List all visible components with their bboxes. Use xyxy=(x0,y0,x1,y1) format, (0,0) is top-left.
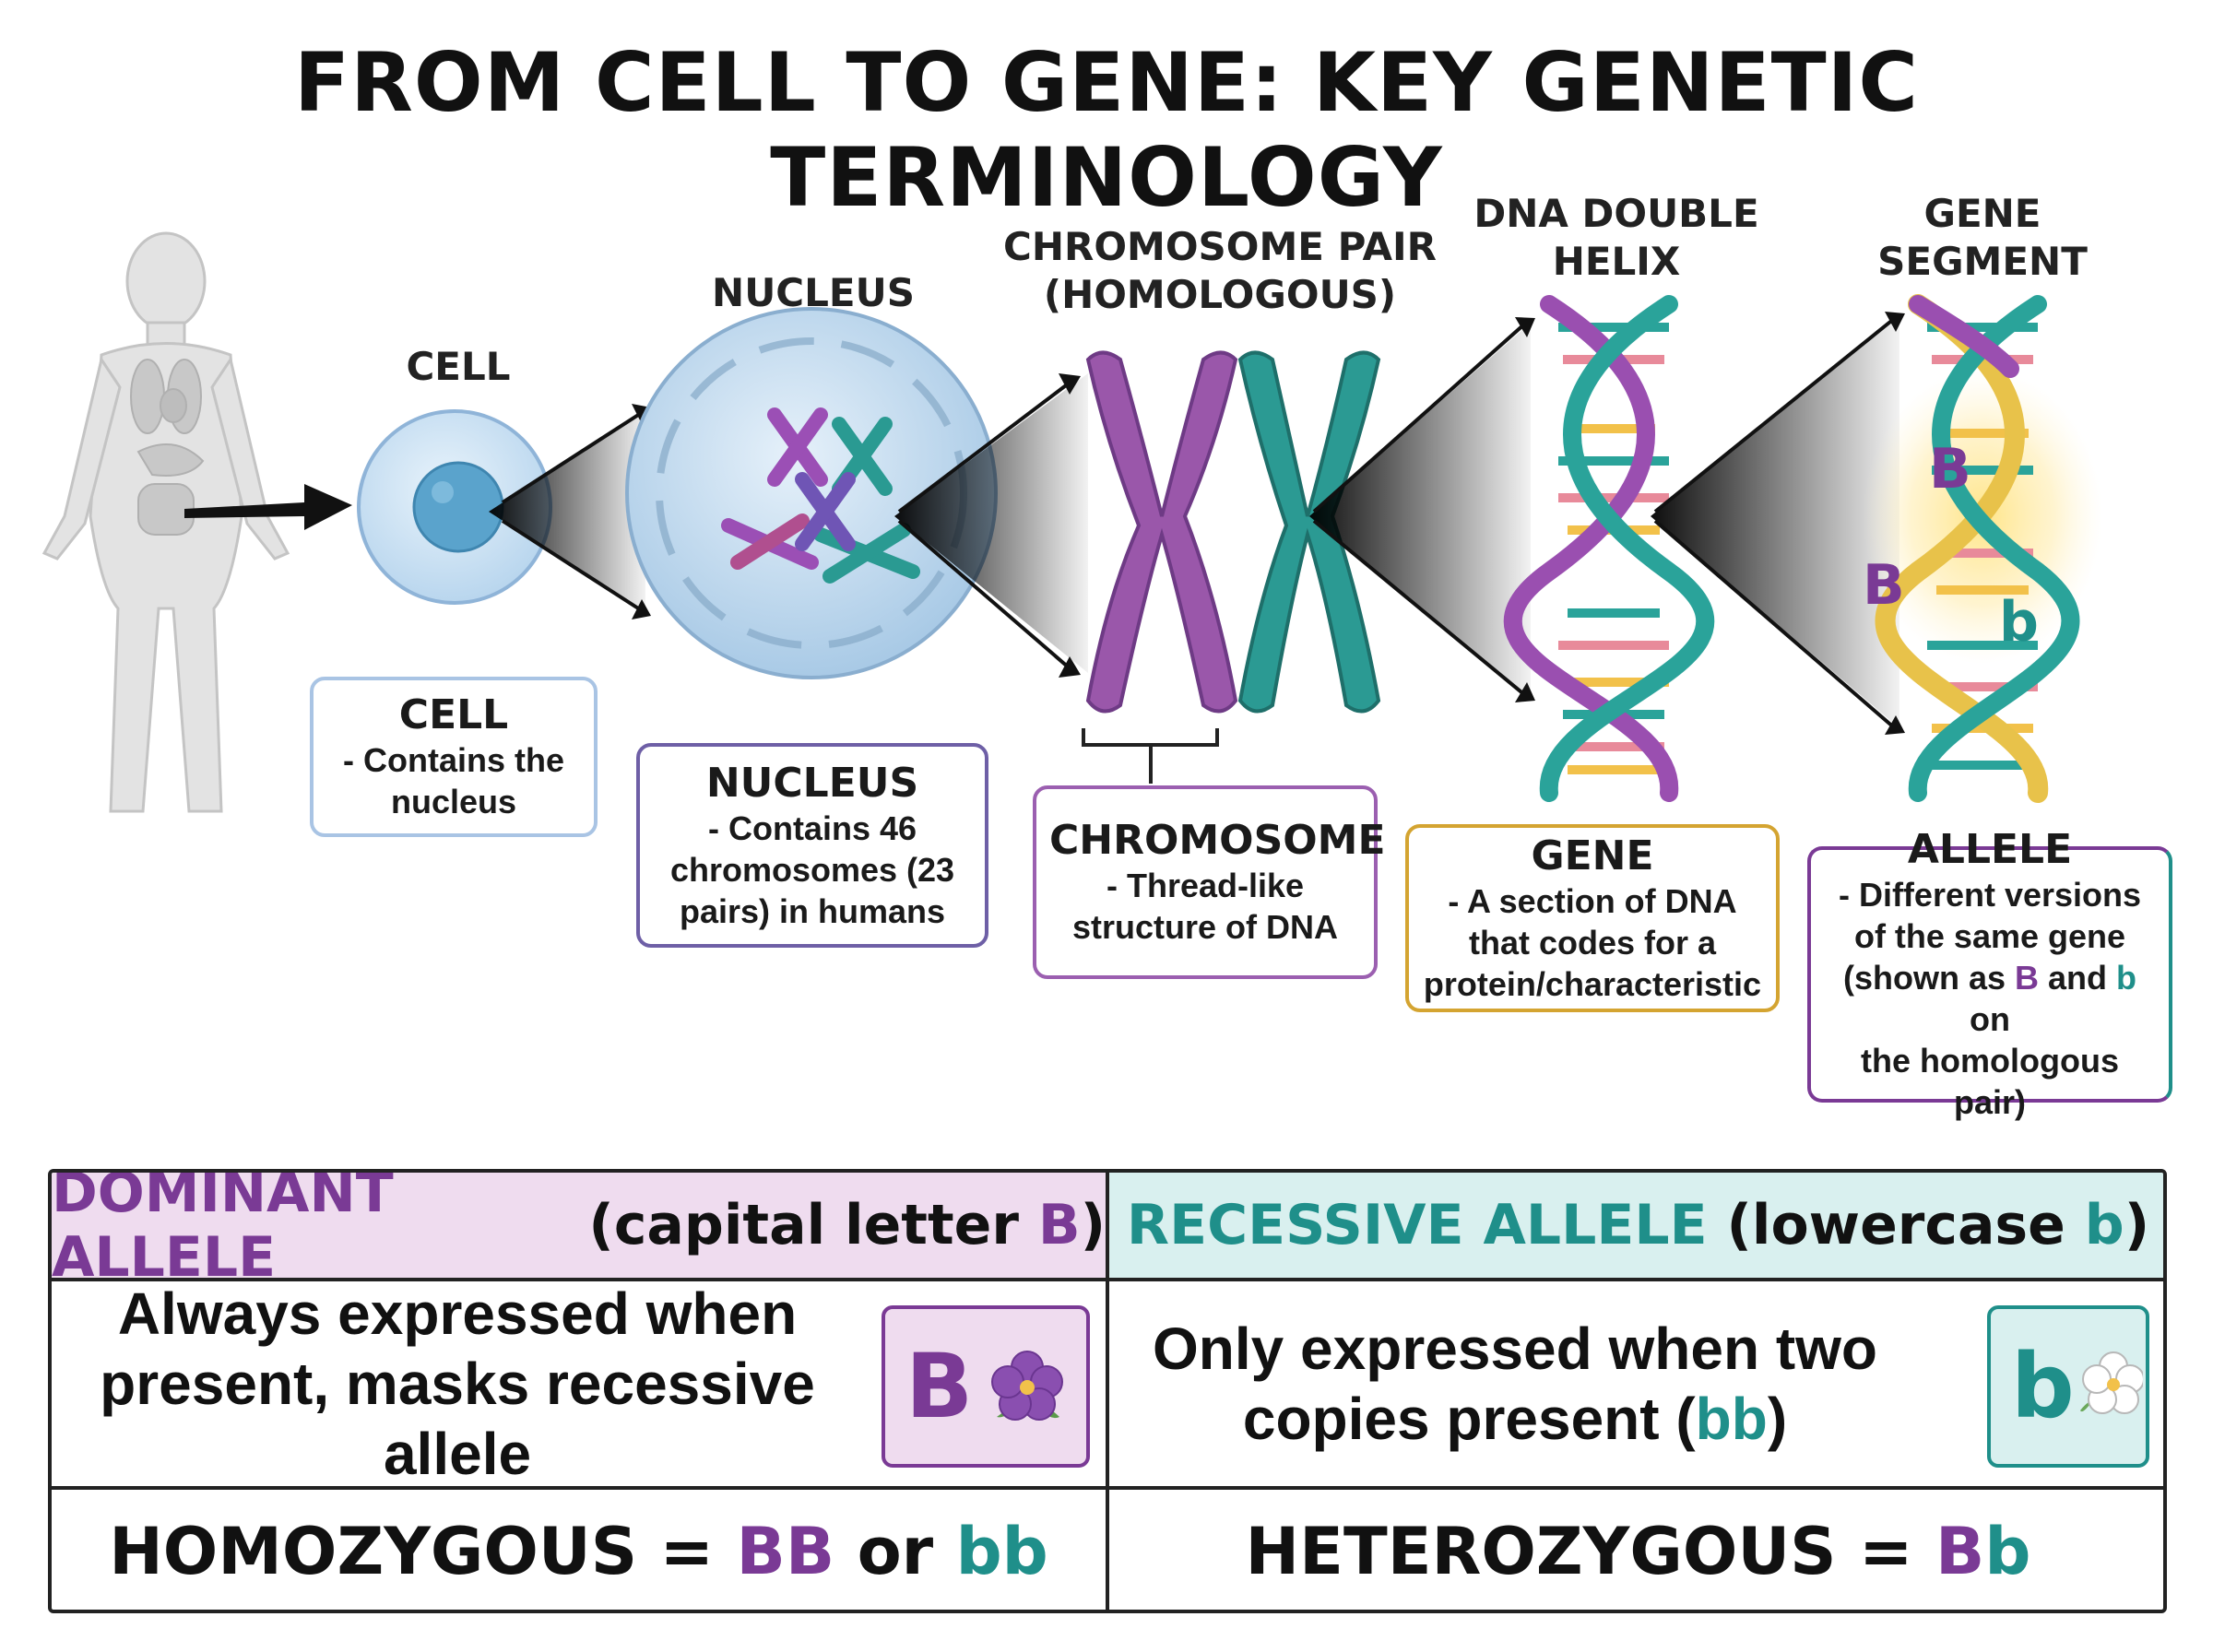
body-to-cell-arrow xyxy=(184,484,352,530)
dna-helix-icon xyxy=(1503,295,1715,802)
stage-label-chromosome-pair: CHROMOSOME PAIR (HOMOLOGOUS) xyxy=(1003,224,1437,317)
nucleus-definition-box: NUCLEUS - Contains 46 chromosomes (23 pa… xyxy=(636,743,988,948)
recessive-badge: b xyxy=(1987,1305,2149,1468)
cell-icon xyxy=(357,409,552,605)
white-flower-icon xyxy=(2079,1351,2143,1414)
chromosome-teal-icon xyxy=(1237,350,1381,714)
stage-label-gene-segment: GENE SEGMENT xyxy=(1877,191,2088,284)
allele-comparison-table: DOMINANT ALLELE (capital letter B) RECES… xyxy=(48,1169,2167,1613)
dominant-description-cell: Always expressed when present, masks rec… xyxy=(52,1280,1109,1490)
allele-definition-box: ALLELE - Different versions of the same … xyxy=(1807,826,2172,1121)
recessive-description-cell: Only expressed when two copies present (… xyxy=(1109,1281,2163,1490)
dominant-allele-header: DOMINANT ALLELE (capital letter B) xyxy=(52,1173,1109,1290)
stage-label-cell: CELL xyxy=(406,344,511,389)
chromosome-purple-icon xyxy=(1085,350,1238,714)
dominant-badge: B xyxy=(882,1305,1090,1468)
nucleus-icon xyxy=(625,307,998,679)
page-title: FROM CELL TO GENE: KEY GENETIC TERMINOLO… xyxy=(294,35,1919,225)
helix-recessive-allele-label: b xyxy=(1999,590,2039,655)
helix-side-allele-label: B xyxy=(1863,553,1905,618)
gene-definition-box: GENE - A section of DNA that codes for a… xyxy=(1405,824,1780,1012)
purple-flower-icon xyxy=(991,1351,1064,1421)
helix-dominant-allele-label: B xyxy=(1929,437,1971,502)
recessive-allele-header: RECESSIVE ALLELE (lowercase b) xyxy=(1109,1173,2163,1281)
organs-icon xyxy=(130,359,205,536)
chromosome-definition-box: CHROMOSOME - Thread-like structure of DN… xyxy=(1033,785,1386,979)
chromosome-bracket xyxy=(1082,728,1219,784)
cell-definition-box: CELL - Contains the nucleus xyxy=(310,677,598,837)
stage-label-dna-helix: DNA DOUBLE HELIX xyxy=(1473,191,1759,284)
homozygous-cell: HOMOZYGOUS = BB or bb xyxy=(52,1490,1109,1610)
gene-segment-icon xyxy=(1863,294,2102,803)
zoom-cone xyxy=(489,410,645,613)
human-body-icon xyxy=(41,231,290,813)
stage-label-nucleus: NUCLEUS xyxy=(712,270,915,315)
